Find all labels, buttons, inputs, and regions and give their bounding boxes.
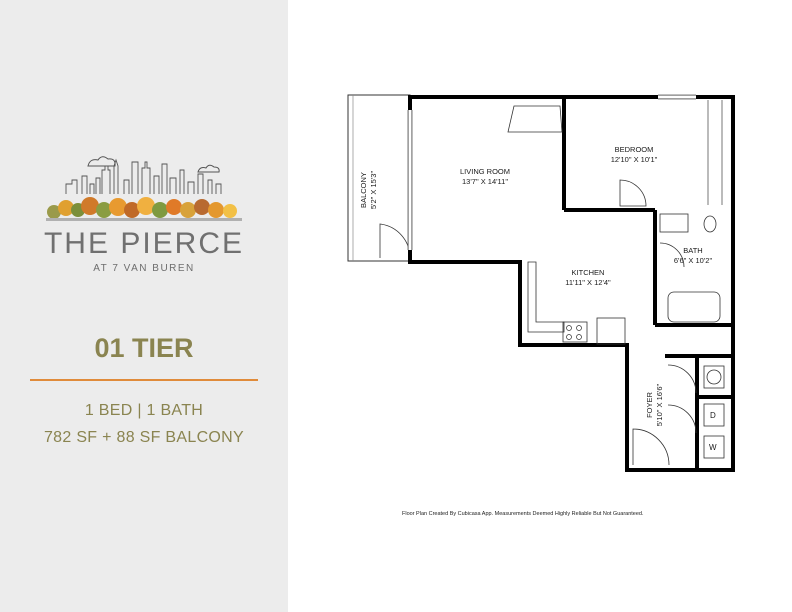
divider bbox=[30, 379, 258, 381]
room-name-kitchen: KITCHEN bbox=[572, 268, 605, 277]
floor-plan: D W LIVING ROOM 13'7" X 14'11" BEDROOM 1… bbox=[347, 94, 735, 472]
skyline-logo-icon bbox=[46, 156, 242, 221]
room-dims-balcony: 5'2" X 15'3" bbox=[369, 171, 378, 210]
room-name-balcony: BALCONY bbox=[359, 172, 368, 208]
disclaimer-text: Floor Plan Created By Cubicasa App. Meas… bbox=[402, 511, 644, 517]
brand-subtitle: AT 7 VAN BUREN bbox=[93, 263, 195, 274]
room-name-bath: BATH bbox=[683, 246, 702, 255]
room-name-bedroom: BEDROOM bbox=[615, 145, 654, 154]
room-name-living: LIVING ROOM bbox=[460, 167, 510, 176]
room-dims-foyer: 5'10" X 16'6" bbox=[655, 383, 664, 426]
washer-label: W bbox=[709, 443, 717, 452]
room-dims-bath: 6'6" X 10'2" bbox=[674, 256, 713, 265]
room-dims-kitchen: 11'11" X 12'4" bbox=[565, 278, 611, 287]
beds-baths-label: 1 BED | 1 BATH bbox=[84, 402, 204, 419]
sidebar-panel: THE PIERCE AT 7 VAN BUREN 01 TIER 1 BED … bbox=[0, 0, 288, 612]
tier-heading: 01 TIER bbox=[94, 333, 194, 363]
walls bbox=[408, 95, 735, 472]
room-name-foyer: FOYER bbox=[645, 392, 654, 418]
balcony-area bbox=[347, 94, 411, 262]
area-label: 782 SF + 88 SF BALCONY bbox=[43, 429, 245, 446]
room-dims-bedroom: 12'10" X 10'1" bbox=[611, 155, 658, 164]
brand-name: THE PIERCE bbox=[43, 227, 245, 260]
room-dims-living: 13'7" X 14'11" bbox=[462, 177, 508, 186]
dryer-label: D bbox=[710, 411, 716, 420]
